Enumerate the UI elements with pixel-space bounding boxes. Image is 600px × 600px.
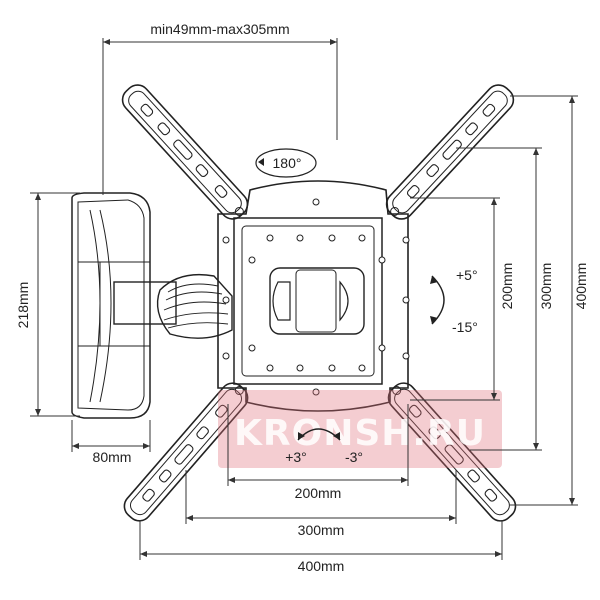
mounting-hole [296, 364, 304, 372]
mounting-slot [444, 444, 464, 465]
rotate-left-label: +3° [285, 449, 307, 465]
mounting-slot [428, 426, 442, 440]
h-200-label: 200mm [295, 485, 342, 501]
mounting-slot [173, 139, 193, 160]
mounting-hole [378, 344, 386, 352]
mounting-slot [142, 488, 155, 502]
swivel-label: 180° [273, 155, 302, 171]
mounting-slot [215, 404, 228, 418]
mounting-slot [158, 469, 172, 483]
rotation-indicator: +3° -3° [285, 428, 363, 465]
mounting-hole [402, 236, 410, 244]
height-218-label: 218mm [15, 282, 31, 329]
mounting-slot [196, 426, 209, 440]
mounting-hole [312, 198, 320, 206]
v-200-label: 200mm [499, 263, 515, 310]
mounting-hole [328, 234, 336, 242]
watermark-text: KRONSH.RU [234, 413, 486, 454]
mounting-slot [465, 122, 478, 136]
h-400-label: 400mm [298, 558, 345, 574]
mounting-hole [358, 234, 366, 242]
center-plate [217, 180, 410, 412]
bracket-arm-top-right [385, 84, 515, 220]
swivel-arm [113, 273, 233, 339]
mounting-slot [195, 164, 209, 177]
dimension-vertical-200: 200mm [410, 197, 515, 401]
mounting-hole [222, 352, 230, 360]
mounting-hole [266, 234, 274, 242]
dimension-horizontal-400: 400mm [139, 520, 503, 574]
swivel-indicator: 180° [255, 148, 317, 178]
bracket-arm-top-left [121, 84, 249, 220]
dimension-width-80: 80mm [71, 420, 151, 465]
mounting-slot [140, 103, 154, 117]
mounting-hole [312, 388, 320, 396]
top-range-label: min49mm-max305mm [150, 21, 289, 37]
dimension-vertical-400: 400mm [510, 95, 589, 506]
mounting-slot [467, 469, 480, 483]
mounting-hole [296, 234, 304, 242]
dimension-horizontal-300: 300mm [185, 470, 457, 538]
mounting-hole [222, 236, 230, 244]
tilt-up-label: +5° [456, 267, 478, 283]
wall-plate [71, 192, 151, 419]
mounting-hole [248, 344, 256, 352]
v-400-label: 400mm [573, 263, 589, 310]
mounting-hole [266, 364, 274, 372]
mounting-hole [358, 364, 366, 372]
bracket-arms [121, 84, 517, 522]
bracket-arm-bottom-right [387, 382, 517, 522]
mounting-slot [214, 185, 228, 198]
tilt-down-label: -15° [452, 319, 478, 335]
v-300-label: 300mm [538, 263, 554, 310]
mounting-hole [378, 256, 386, 264]
mounting-hole [222, 296, 230, 304]
tilt-indicator: +5° -15° [430, 267, 478, 335]
width-80-label: 80mm [93, 449, 132, 465]
mounting-slot [406, 185, 420, 198]
dimension-top-range: min49mm-max305mm [102, 21, 338, 195]
mounting-slot [484, 488, 498, 502]
dimension-height-218: 218mm [15, 192, 80, 417]
mounting-hole [402, 296, 410, 304]
mounting-slot [408, 404, 422, 418]
mounting-slot [482, 103, 496, 117]
mounting-hole [248, 256, 256, 264]
watermark: KRONSH.RU [218, 390, 502, 468]
mounting-slot [174, 444, 194, 465]
mounting-slot [442, 139, 462, 160]
mounting-hole [402, 352, 410, 360]
mounting-hole [328, 364, 336, 372]
rotate-right-label: -3° [345, 449, 363, 465]
mounting-slot [426, 164, 440, 177]
dimension-horizontal-200: 200mm [227, 404, 409, 501]
dimension-vertical-300: 300mm [456, 147, 554, 451]
h-300-label: 300mm [298, 522, 345, 538]
mounting-slot [157, 122, 171, 136]
